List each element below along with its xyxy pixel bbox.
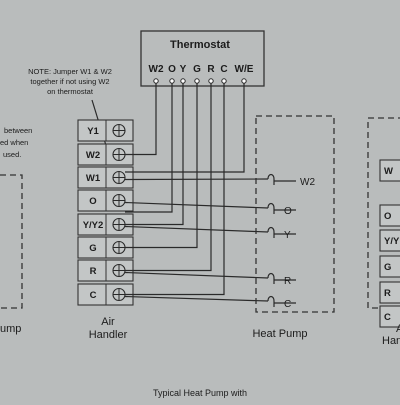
air-handler-caption-line-1: Air — [101, 316, 115, 328]
right-terminal-cell — [379, 255, 400, 278]
thermostat-terminal-dot — [241, 78, 247, 84]
left-note: between ed when used. — [0, 126, 32, 159]
lead-hook-icon — [267, 202, 275, 214]
air-handler-terminal-label: Y1 — [87, 126, 99, 137]
right-edge-caption-line-2: Han — [382, 335, 400, 347]
wire-ah-to-heat-pump — [124, 295, 269, 302]
left-note-line-2: ed when — [0, 138, 28, 147]
thermostat-terminal-label: C — [220, 64, 227, 75]
heat-pump-leads: W2O Y R C — [267, 173, 315, 310]
thermostat-terminal-label: Y — [180, 64, 187, 75]
left-partial-box: ump — [0, 174, 23, 335]
thermostat-terminal-dot — [208, 78, 214, 84]
right-terminal-cell — [379, 281, 400, 304]
thermostat-terminal-label: G — [193, 64, 201, 75]
heat-pump-box — [255, 115, 335, 313]
right-terminal-cell — [379, 229, 400, 252]
right-terminal-label: W — [384, 166, 393, 177]
right-terminal-label: Y/Y — [384, 236, 400, 247]
note-line-2: together if not using W2 — [30, 77, 109, 86]
thermostat-terminal-dot — [194, 78, 200, 84]
wire-o-stat — [125, 83, 173, 213]
air-handler-terminal-label: Y/Y2 — [83, 220, 104, 231]
right-terminal-label: C — [384, 312, 391, 323]
left-note-line-3: used. — [3, 150, 21, 159]
heat-pump-lead-label: W2 — [300, 177, 315, 188]
heat-pump-lead-label: Y — [284, 230, 291, 241]
thermostat-terminal-dot — [153, 78, 159, 84]
left-dashed-outline — [0, 174, 23, 309]
heat-pump-caption: Heat Pump — [252, 328, 307, 340]
right-terminal-label: O — [384, 211, 391, 222]
heat-pump-lead-label: R — [284, 276, 291, 287]
wiring — [124, 83, 269, 302]
thermostat-terminal-label: W/E — [235, 64, 254, 75]
wire-we-stat — [125, 83, 245, 173]
right-terminal-label: R — [384, 288, 391, 299]
wire-y-stat — [125, 83, 184, 226]
heat-pump-lead-label: C — [284, 299, 291, 310]
thermostat-terminal-dot — [169, 78, 175, 84]
left-edge-caption: ump — [0, 323, 21, 335]
wire-ah-to-heat-pump — [124, 201, 269, 209]
wire-g-stat — [125, 83, 198, 249]
bottom-caption: Typical Heat Pump with — [153, 388, 247, 398]
wire-ah-to-heat-pump — [124, 225, 269, 233]
wire-ah-to-heat-pump — [124, 271, 269, 279]
left-note-line-1: between — [4, 126, 32, 135]
thermostat-terminal-dot — [180, 78, 186, 84]
note-line-1: NOTE: Jumper W1 & W2 — [28, 67, 112, 76]
right-terminal-cell — [379, 204, 400, 227]
lead-hook-icon — [267, 272, 275, 284]
air-handler-terminal-label: O — [89, 196, 96, 207]
right-terminal-cell — [379, 159, 400, 182]
air-handler-terminal-label: W1 — [86, 173, 101, 184]
thermostat-title: Thermostat — [170, 39, 230, 51]
lead-hook-icon — [267, 295, 275, 307]
thermostat-terminal-label: R — [207, 64, 215, 75]
air-handler-terminal-label: C — [90, 290, 97, 301]
thermostat-box — [140, 30, 265, 87]
wire-ah-to-heat-pump — [124, 178, 269, 181]
wire-c-stat — [125, 83, 225, 296]
right-terminal-label: G — [384, 262, 391, 273]
thermostat-terminal-label: O — [168, 64, 176, 75]
right-partial-strip: W O Y/Y G R C — [367, 117, 400, 328]
air-handler-terminal-label: R — [90, 266, 97, 277]
thermostat-terminal-dot — [221, 78, 227, 84]
lead-hook-icon — [267, 173, 275, 185]
air-handler-terminal-label: W2 — [86, 150, 100, 161]
right-terminal-cell — [379, 305, 400, 328]
lead-hook-icon — [267, 226, 275, 238]
air-handler-terminal-label: G — [89, 243, 96, 254]
heat-pump-lead-label: O — [284, 206, 292, 217]
air-handler-caption-line-2: Handler — [89, 329, 128, 341]
note-line-3: on thermostat — [47, 87, 94, 96]
right-edge-caption-line-1: A — [396, 323, 400, 335]
thermostat-terminal-label: W2 — [149, 64, 164, 75]
wire-w2 — [125, 83, 157, 156]
wire-r-stat — [125, 83, 212, 272]
